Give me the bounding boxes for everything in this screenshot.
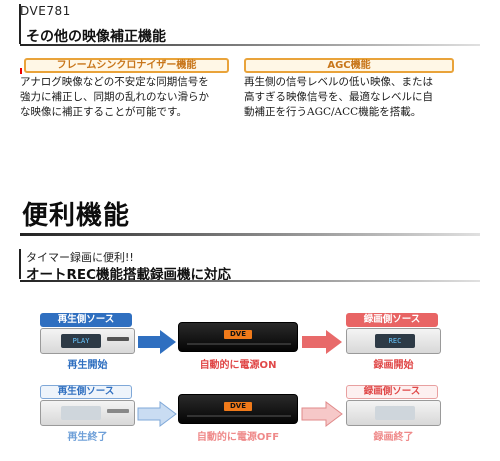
- feature-line: 高すぎる映像信号を、最適なレベルに自: [244, 91, 433, 103]
- device-caption: 自動的に電源OFF: [196, 432, 280, 443]
- feature-text-frame-sync: アナログ映像などの不安定な同期信号を 強力に補正し、同期の乱れのない滑らか な映…: [20, 75, 235, 120]
- feature-text-agc: 再生側の信号レベルの低い映像、または 高すぎる映像信号を、最適なレベルに自 動補…: [244, 75, 464, 120]
- deck-display-panel: REC: [375, 334, 415, 348]
- feature-line: な映像に補正することが可能です。: [20, 106, 187, 118]
- feature-line: 再生側の信号レベルの低い映像、または: [244, 76, 433, 88]
- source-caption: 再生開始: [67, 360, 108, 371]
- arrow-right-icon: [301, 401, 343, 427]
- dve-unit: DVE: [178, 394, 298, 424]
- arrow-right-icon: [138, 330, 176, 354]
- convenience-title: 便利機能: [22, 201, 131, 231]
- deck-display-panel: [375, 406, 415, 420]
- source-caption: 再生終了: [67, 432, 108, 443]
- recording-deck: REC: [346, 328, 441, 354]
- deck-display: PLAY: [72, 337, 90, 345]
- target-label: 録画側ソース: [346, 385, 438, 399]
- target-caption: 録画終了: [373, 432, 414, 443]
- sub-accent-bar: [19, 249, 21, 279]
- deck-display-panel: [61, 406, 101, 420]
- feature-marker: [20, 68, 22, 74]
- feature-line: アナログ映像などの不安定な同期信号を: [20, 76, 209, 88]
- section-divider: [20, 44, 480, 46]
- section-title: その他の映像補正機能: [26, 29, 166, 45]
- convenience-divider: [20, 233, 480, 236]
- model-label: DVE781: [20, 4, 71, 18]
- convenience-sub-title: オートREC機能搭載録画機に対応: [26, 267, 232, 283]
- deck-display: REC: [388, 337, 402, 345]
- playback-deck: PLAY: [40, 328, 135, 354]
- target-label: 録画側ソース: [346, 313, 438, 327]
- dve-unit: DVE: [178, 322, 298, 352]
- dve-front-line: [187, 343, 291, 345]
- header-accent-bar: [19, 4, 21, 44]
- arrow-right-icon: [137, 401, 177, 427]
- recording-deck: [346, 400, 441, 426]
- convenience-sub-label: タイマー録画に便利!!: [26, 251, 134, 264]
- feature-label-frame-sync: フレームシンクロナイザー機能: [24, 58, 229, 73]
- deck-display-panel: PLAY: [61, 334, 101, 348]
- sub-divider: [20, 280, 480, 282]
- feature-label-agc: AGC機能: [244, 58, 454, 73]
- target-caption: 録画開始: [373, 360, 414, 371]
- dve-logo: DVE: [224, 402, 252, 411]
- source-label: 再生側ソース: [40, 313, 132, 327]
- arrow-right-icon: [302, 330, 342, 354]
- dve-front-line: [187, 415, 291, 417]
- feature-line: 強力に補正し、同期の乱れのない滑らか: [20, 91, 209, 103]
- deck-slot: [107, 409, 129, 413]
- source-label: 再生側ソース: [40, 385, 132, 399]
- playback-deck: [40, 400, 135, 426]
- device-caption: 自動的に電源ON: [199, 360, 277, 371]
- feature-line: 動補正を行うAGC/ACC機能を搭載。: [244, 106, 422, 118]
- dve-logo: DVE: [224, 330, 252, 339]
- deck-slot: [107, 337, 129, 341]
